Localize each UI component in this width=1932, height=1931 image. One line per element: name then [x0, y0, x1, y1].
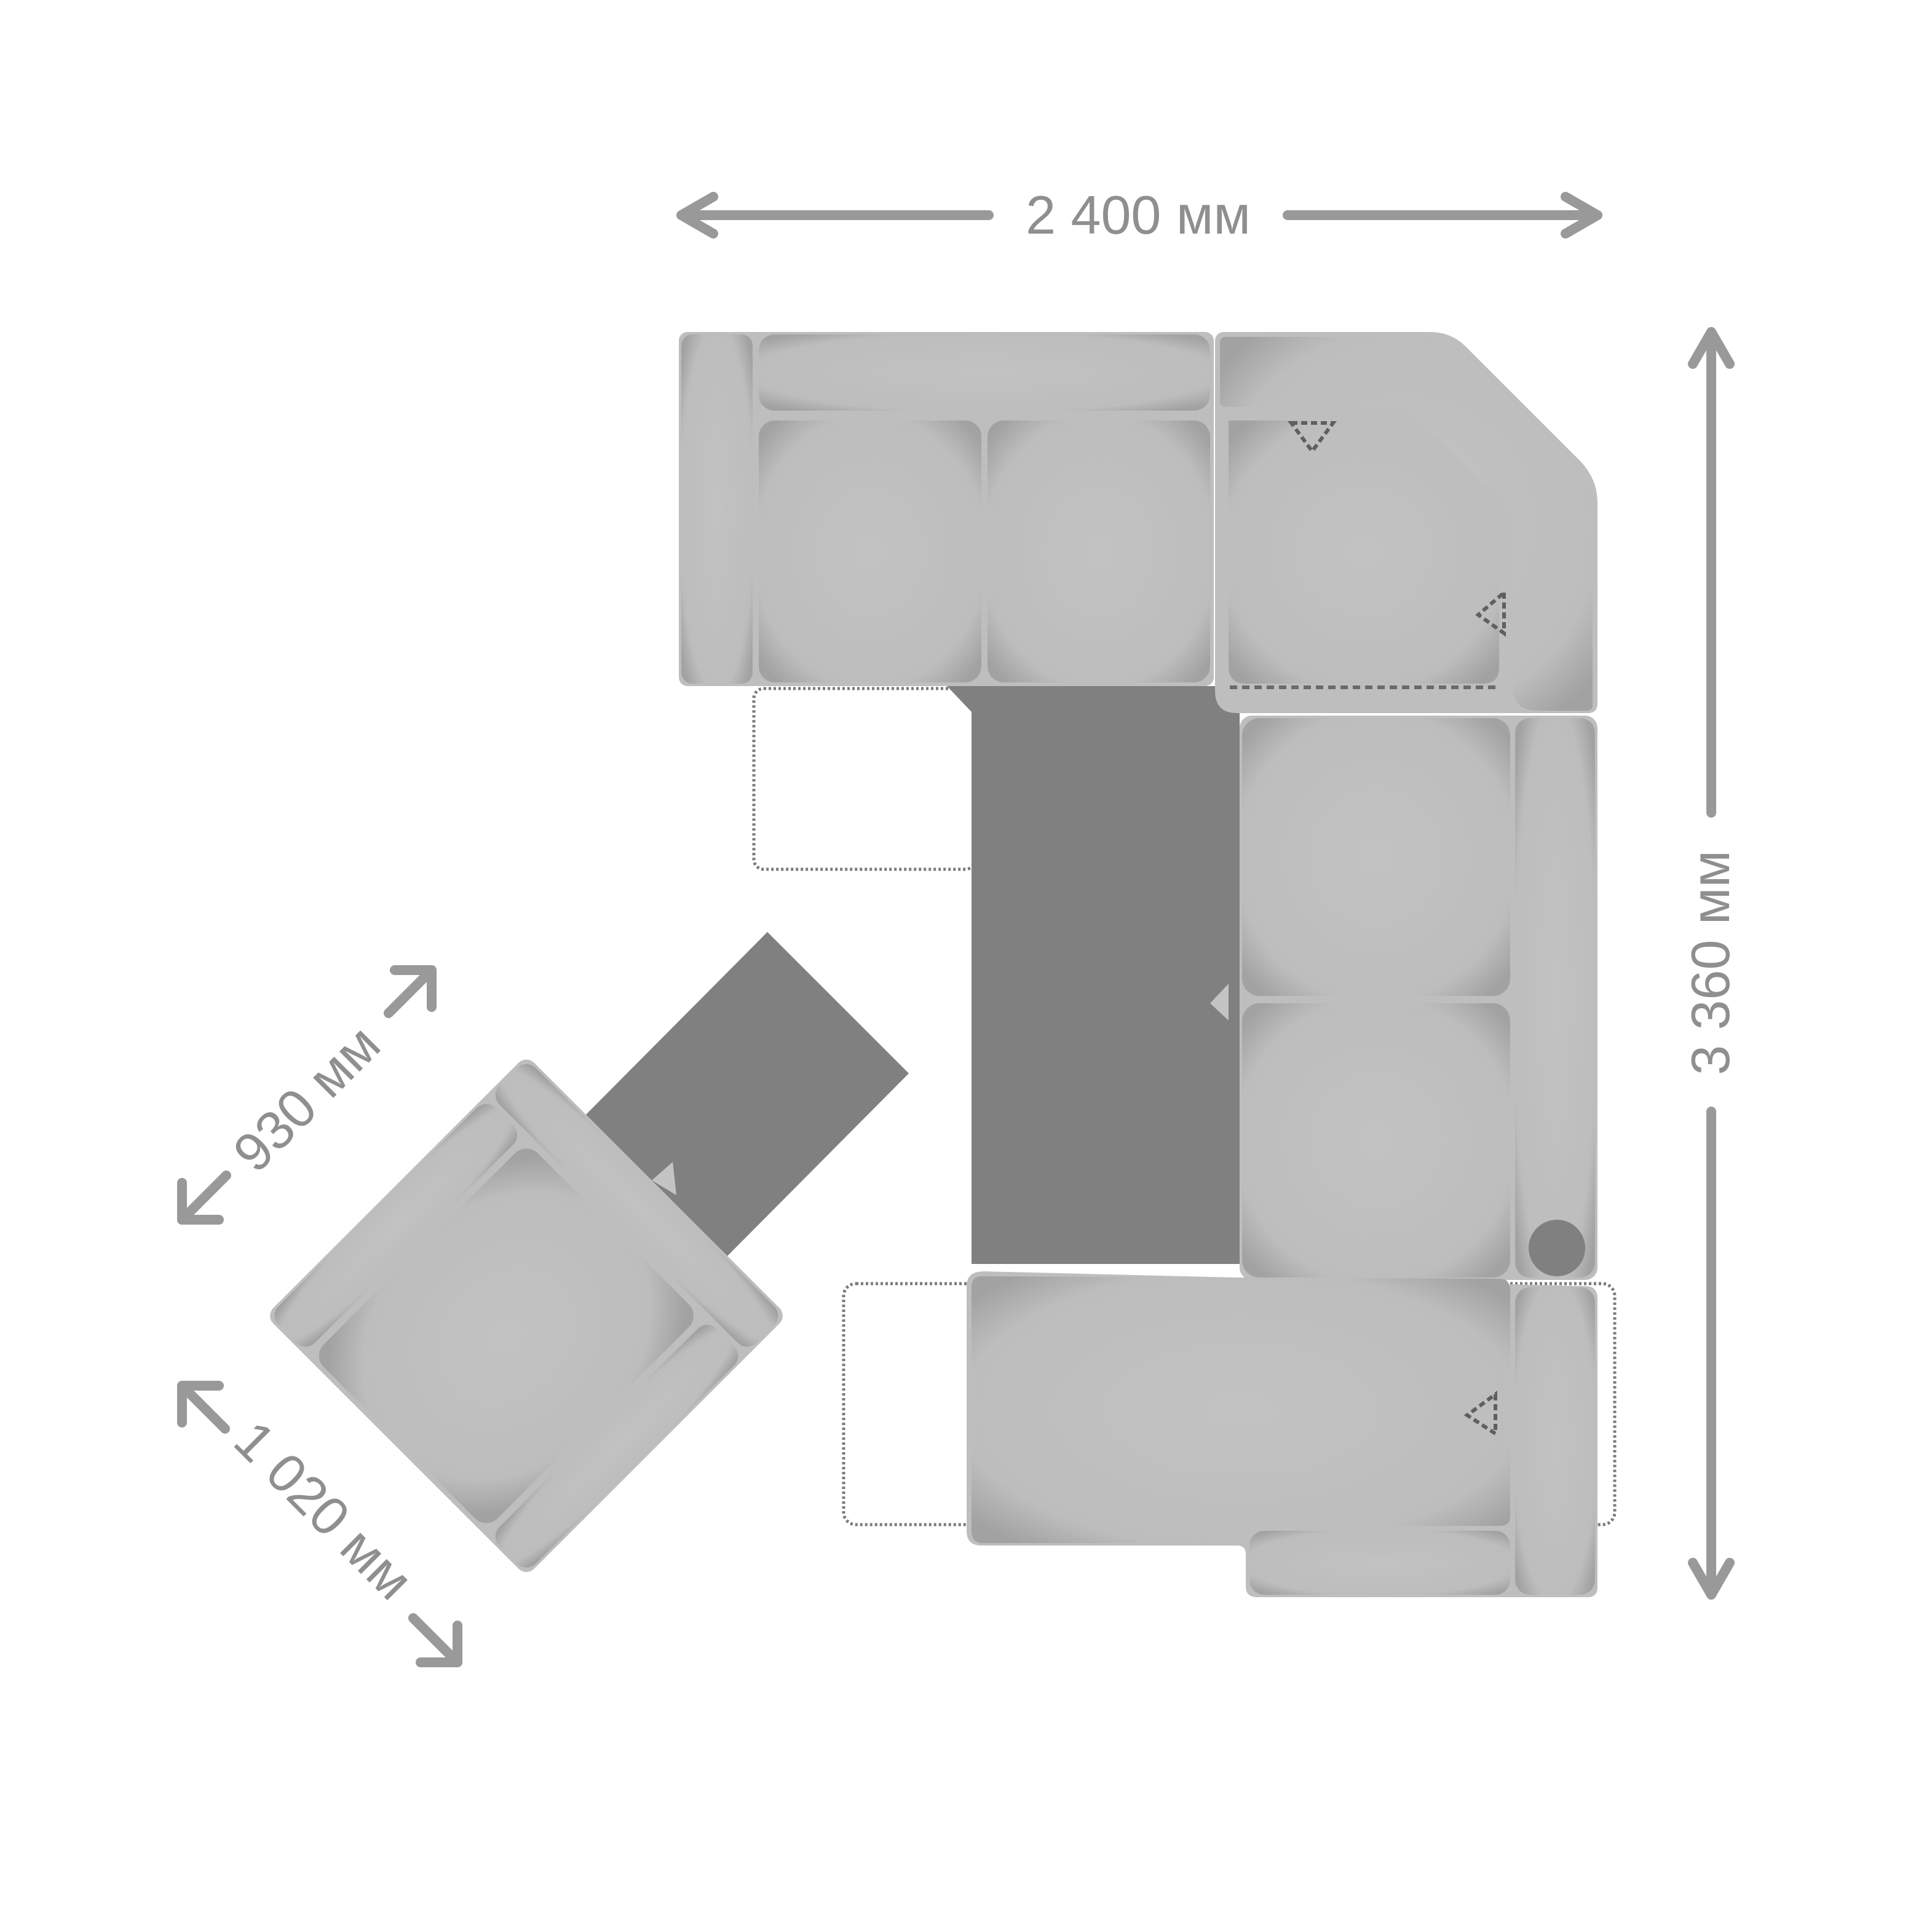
height-arrow-top-head [1688, 327, 1735, 369]
width-arrow-right-head [1561, 192, 1602, 239]
armchair-armrest-left [274, 1104, 518, 1347]
recliner-mark-corner-top [1288, 421, 1337, 455]
top-section-backrest [759, 334, 1210, 411]
sofa-bed-extension-panel [947, 686, 1240, 1264]
recliner-marker-armchair [652, 1162, 676, 1195]
top-section-armrest [681, 334, 753, 684]
sofa-corner-section [1215, 332, 1597, 713]
corner-section-backrest [1220, 337, 1593, 711]
armchair-width-arrow-lower-line [177, 1171, 231, 1225]
height-dimension: 3 360 мм [1680, 327, 1741, 1600]
right-section-backrest [1515, 718, 1595, 1277]
armchair-seat-cushion [319, 1148, 694, 1523]
right-seat-cushion-upper [1242, 718, 1510, 996]
sofa-top-section [679, 332, 1214, 686]
chaise-backrest [1515, 1287, 1595, 1595]
width-label: 2 400 мм [1026, 184, 1251, 245]
height-arrow-bottom-head [1688, 1558, 1735, 1600]
armchair-depth-arrow-upper-line [177, 1381, 230, 1434]
recliner-marker-sofa [1210, 984, 1229, 1021]
height-label: 3 360 мм [1680, 850, 1741, 1075]
armchair-depth-arrow-lower-head [416, 1621, 462, 1667]
chaise-arm-bolster [1249, 1531, 1510, 1595]
sofa-chaise-section [967, 1271, 1597, 1597]
top-seat-cushion-left [759, 421, 981, 682]
sofa-right-section [1240, 716, 1597, 1280]
armchair-depth-arrow-lower-line [408, 1613, 462, 1667]
armchair-width-dimension: 930 мм [177, 965, 437, 1225]
armchair-depth-arrow-upper-head [177, 1381, 224, 1428]
right-seat-cushion-lower [1242, 1003, 1510, 1277]
armchair [270, 932, 909, 1573]
corner-seat-cushion [1229, 421, 1499, 684]
armchair-width-arrow-lower-head [177, 1178, 224, 1225]
extension-outline-top [752, 687, 977, 871]
recliner-mark-corner-right [1475, 588, 1506, 637]
chaise-seat-cushion [972, 1276, 1510, 1543]
armchair-width-label: 930 мм [221, 1013, 392, 1183]
armchair-width-arrow-upper-line [384, 965, 437, 1018]
control-button [1529, 1220, 1585, 1276]
top-seat-cushion-right [988, 421, 1210, 682]
width-dimension: 2 400 мм [676, 184, 1602, 245]
width-arrow-left-head [676, 192, 718, 239]
recliner-mark-chaise [1463, 1391, 1497, 1437]
armchair-width-arrow-upper-head [390, 965, 437, 1012]
armchair-backrest [495, 1064, 778, 1347]
armchair-armrest-right [495, 1325, 738, 1568]
